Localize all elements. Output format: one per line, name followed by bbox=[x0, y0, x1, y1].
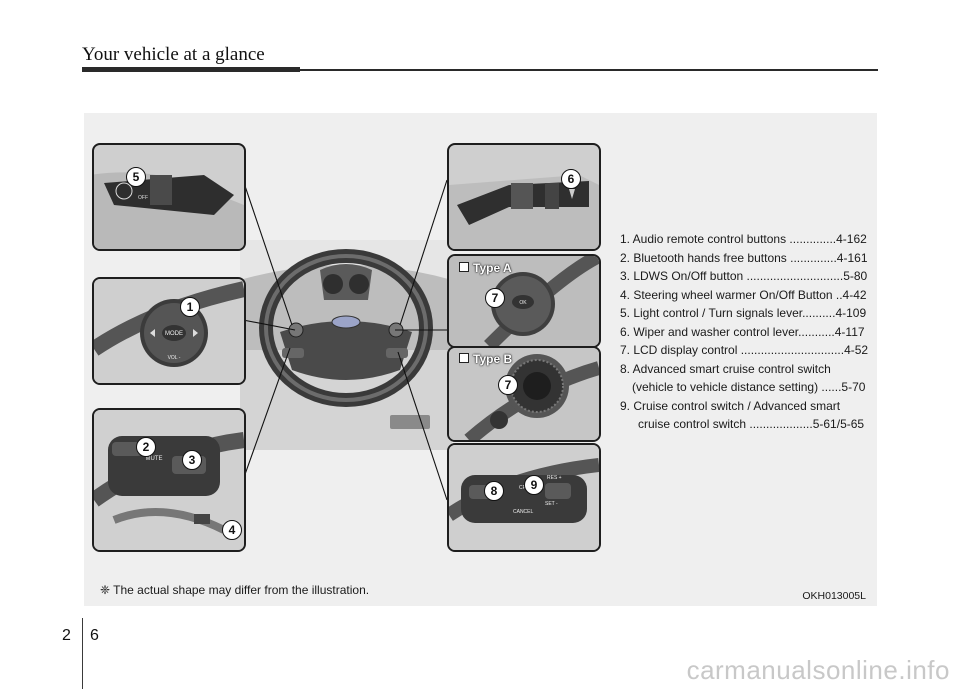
lcd-control-b-icon bbox=[449, 348, 599, 440]
lever-off-label: OFF bbox=[138, 195, 148, 201]
callout-7b: 7 bbox=[498, 375, 518, 395]
list-item-8-continued: (vehicle to vehicle distance setting) ..… bbox=[632, 380, 866, 394]
list-item-1: 1. Audio remote control buttons ........… bbox=[620, 232, 867, 246]
callout-8: 8 bbox=[484, 481, 504, 501]
inset-lcd-control-type-a: OK Type A 7 bbox=[447, 254, 601, 348]
callout-2: 2 bbox=[136, 437, 156, 457]
list-item-8: 8. Advanced smart cruise control switch bbox=[620, 361, 831, 376]
callout-5: 5 bbox=[126, 167, 146, 187]
bluetooth-switches-icon: MUTE bbox=[94, 410, 244, 550]
list-item-2: 2. Bluetooth hands free buttons ........… bbox=[620, 250, 868, 265]
list-item-9: 9. Cruise control switch / Advanced smar… bbox=[620, 398, 841, 413]
page-header-title: Your vehicle at a glance bbox=[82, 44, 265, 65]
lcd-control-a-icon: OK bbox=[449, 256, 599, 346]
component-list: 1. Audio remote control buttons ........… bbox=[620, 230, 878, 434]
callout-4: 4 bbox=[222, 520, 242, 540]
header-rule-thin bbox=[300, 69, 878, 71]
type-a-label: Type A bbox=[459, 261, 512, 275]
inset-cruise-control: CRUISE RES + CANCEL SET - 8 9 bbox=[447, 443, 601, 552]
cruise-switches-icon: CRUISE RES + CANCEL SET - bbox=[449, 445, 599, 550]
page-number: 6 bbox=[90, 627, 99, 644]
mode-button-label: MODE bbox=[165, 331, 183, 337]
ok-button-label: OK bbox=[519, 300, 527, 306]
type-b-label: Type B bbox=[459, 352, 512, 366]
callout-3: 3 bbox=[182, 450, 202, 470]
audio-remote-icon: MODE VOL - bbox=[94, 279, 244, 383]
cancel-label: CANCEL bbox=[513, 509, 534, 515]
callout-9: 9 bbox=[524, 475, 544, 495]
list-item-3: 3. LDWS On/Off button ..................… bbox=[620, 269, 868, 283]
type-a-text: Type A bbox=[473, 261, 512, 275]
light-lever-icon: OFF bbox=[94, 172, 244, 249]
inset-light-lever: OFF 5 bbox=[92, 143, 246, 251]
list-item-5: 5. Light control / Turn signals lever...… bbox=[620, 306, 867, 320]
list-item-9-continued: cruise control switch ..................… bbox=[638, 417, 865, 431]
inset-wiper-lever: 6 bbox=[447, 143, 601, 251]
list-item-7: 7. LCD display control .................… bbox=[620, 343, 869, 357]
res-label: RES + bbox=[547, 475, 562, 481]
header-rule-thick bbox=[82, 67, 300, 72]
list-item-6: 6. Wiper and washer control lever.......… bbox=[620, 324, 865, 339]
illustration-note: ❈ The actual shape may differ from the i… bbox=[100, 583, 370, 597]
callout-6: 6 bbox=[561, 169, 581, 189]
wiper-lever-icon bbox=[449, 175, 599, 249]
watermark-text: carmanualsonline.info bbox=[686, 655, 950, 685]
list-item-4: 4. Steering wheel warmer On/Off Button .… bbox=[620, 287, 867, 302]
page-section-number: 2 bbox=[62, 627, 71, 644]
set-label: SET - bbox=[545, 501, 558, 507]
callout-1: 1 bbox=[180, 297, 200, 317]
type-b-text: Type B bbox=[473, 352, 513, 366]
inset-lcd-control-type-b: Type B 7 bbox=[447, 346, 601, 442]
mute-label: MUTE bbox=[146, 456, 163, 462]
inset-bluetooth-ldws-warmer: MUTE 2 3 4 bbox=[92, 408, 246, 552]
inset-audio-remote: MODE VOL - 1 bbox=[92, 277, 246, 385]
callout-7a: 7 bbox=[485, 288, 505, 308]
figure-code: OKH013005L bbox=[802, 590, 866, 602]
vol-label: VOL - bbox=[168, 355, 181, 361]
footer-divider bbox=[82, 618, 83, 689]
